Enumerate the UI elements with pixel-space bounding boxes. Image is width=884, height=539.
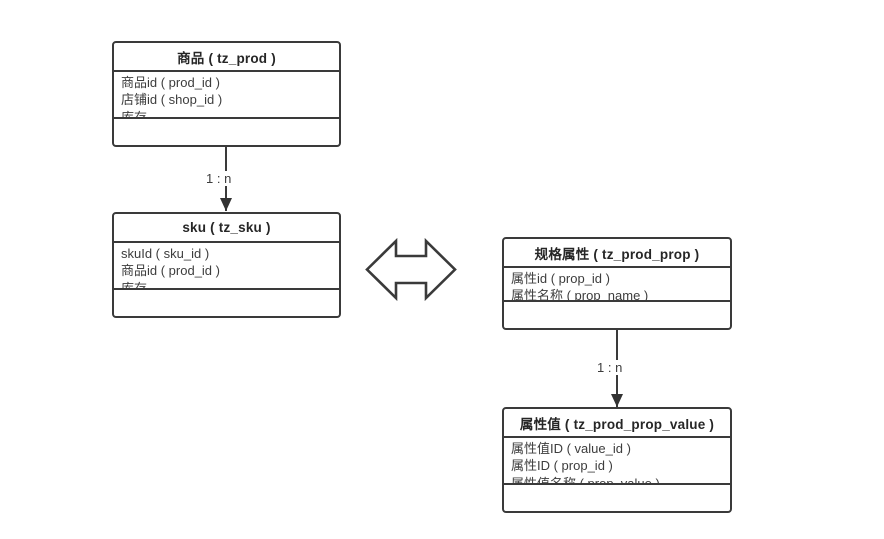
entity-box-prod-prop: 规格属性 ( tz_prod_prop ) 属性id ( prop_id ) 属… — [502, 237, 732, 330]
double-horizontal-arrow-icon — [365, 238, 457, 301]
entity-fields: 属性id ( prop_id ) 属性名称 ( prop_name ) — [504, 268, 730, 300]
entity-fields: 商品id ( prod_id ) 店铺id ( shop_id ) 库存 — [114, 72, 339, 117]
entity-footer — [114, 288, 339, 316]
entity-box-prod: 商品 ( tz_prod ) 商品id ( prod_id ) 店铺id ( s… — [112, 41, 341, 147]
entity-field: 店铺id ( shop_id ) — [121, 92, 223, 108]
entity-footer — [114, 117, 339, 145]
entity-field: 库存 — [121, 280, 332, 288]
entity-fields: 属性值ID ( value_id ) 属性ID ( prop_id ) 属性值名… — [504, 438, 730, 483]
entity-field: 属性ID ( prop_id ) — [511, 458, 613, 474]
entity-title: 属性值 ( tz_prod_prop_value ) — [504, 409, 730, 438]
entity-field: 属性id ( prop_id ) — [511, 271, 610, 286]
connector-label: 1 : n — [204, 171, 234, 186]
entity-footer — [504, 483, 730, 511]
connector-label: 1 : n — [595, 360, 625, 375]
arrowhead-down-icon — [220, 198, 232, 211]
arrowhead-down-icon — [611, 394, 623, 407]
entity-field: 属性值名称 ( prop_value ) — [511, 475, 723, 483]
entity-field: 属性值ID ( value_id ) — [511, 441, 631, 456]
entity-title: 规格属性 ( tz_prod_prop ) — [504, 239, 730, 268]
entity-box-prod-prop-value: 属性值 ( tz_prod_prop_value ) 属性值ID ( value… — [502, 407, 732, 513]
entity-box-sku: sku ( tz_sku ) skuId ( sku_id ) 商品id ( p… — [112, 212, 341, 318]
entity-footer — [504, 300, 730, 328]
entity-field: skuId ( sku_id ) — [121, 246, 210, 261]
entity-field: 库存 — [121, 109, 332, 117]
entity-field: 属性名称 ( prop_name ) — [511, 288, 649, 300]
entity-field: 商品id ( prod_id ) — [121, 75, 220, 90]
entity-field: 商品id ( prod_id ) — [121, 263, 220, 279]
entity-title: sku ( tz_sku ) — [114, 214, 339, 243]
entity-title: 商品 ( tz_prod ) — [114, 43, 339, 72]
entity-fields: skuId ( sku_id ) 商品id ( prod_id ) 库存 — [114, 243, 339, 288]
